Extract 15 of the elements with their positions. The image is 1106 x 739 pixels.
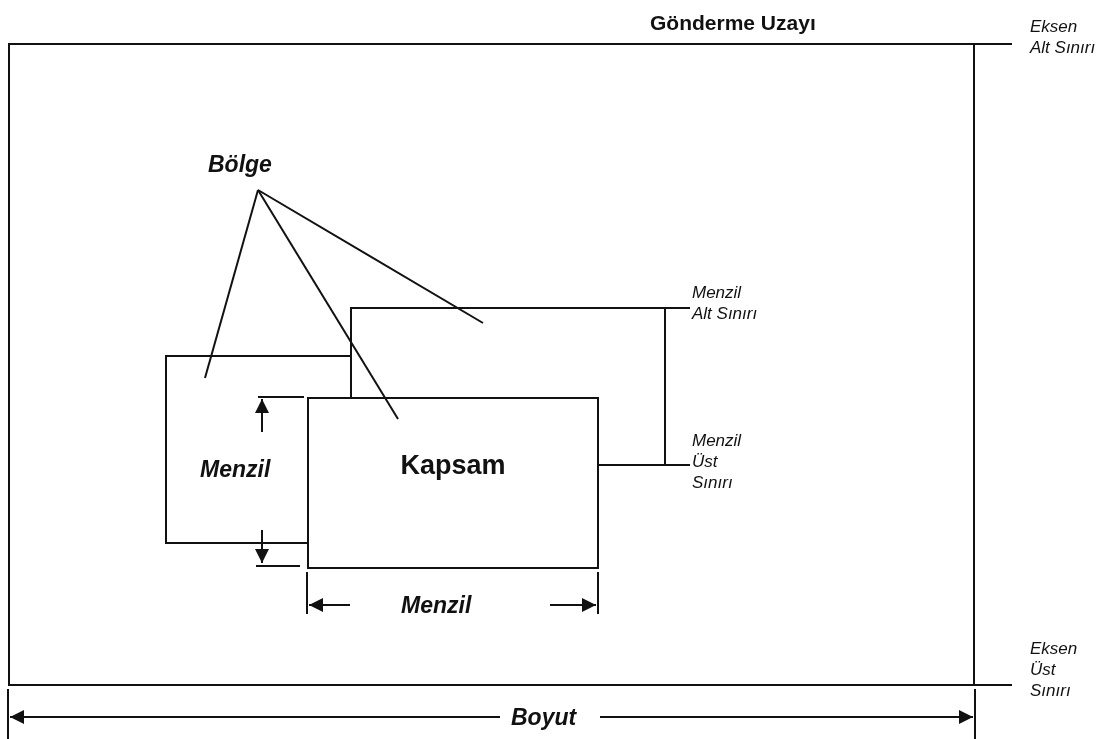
frame-heading: Gönderme Uzayı	[650, 10, 816, 36]
region-label: Bölge	[208, 150, 272, 178]
leader-line	[974, 43, 1013, 45]
boundary-label: Eksen Üst Sınırı	[1030, 638, 1096, 701]
boundary-label: Menzil Alt Sınırı	[692, 282, 758, 324]
box-title: Kapsam	[400, 449, 506, 481]
leader-line	[257, 189, 484, 324]
leader-line	[257, 189, 399, 420]
scope-box	[307, 397, 599, 569]
boundary-label: Eksen Alt Sınırı	[1030, 16, 1096, 58]
boundary-label: Menzil Üst Sınırı	[692, 430, 758, 493]
leader-line	[598, 464, 691, 466]
leader-line	[665, 307, 691, 309]
leader-line	[204, 189, 259, 379]
leader-line	[974, 684, 1013, 686]
